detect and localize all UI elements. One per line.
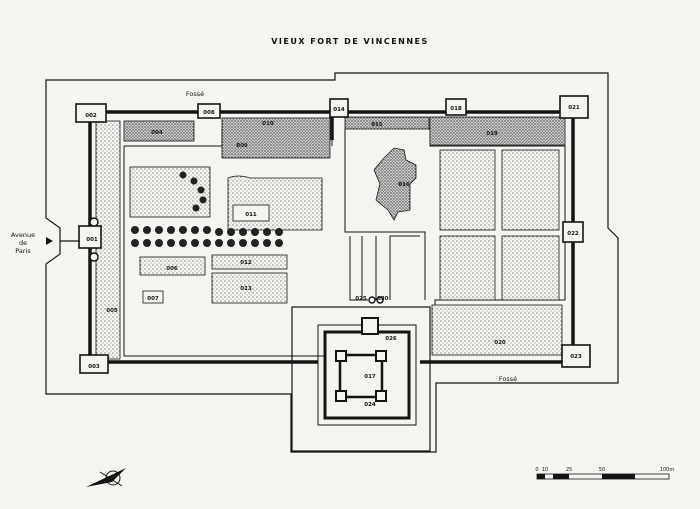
building-011	[232, 204, 270, 222]
tower-003	[79, 354, 109, 374]
code-004: 004	[151, 130, 163, 136]
scale-tick-25: 25	[566, 467, 572, 473]
building-006	[139, 256, 206, 276]
fosse-top-label: Fossé	[186, 90, 204, 98]
garden-ne	[501, 149, 560, 231]
code-010: 010	[262, 121, 274, 127]
code-013: 013	[240, 286, 252, 292]
building-012	[211, 254, 288, 270]
code-022: 022	[567, 231, 579, 237]
building-009-010	[221, 117, 331, 159]
plan-title: VIEUX FORT DE VINCENNES	[271, 37, 429, 46]
buildings	[95, 116, 566, 360]
scale-tick-10: 10	[542, 467, 548, 473]
avenue-label-3: Paris	[15, 247, 31, 255]
compass-icon	[86, 468, 126, 487]
tower-018	[445, 98, 467, 116]
gate-001	[78, 225, 102, 249]
donjon	[317, 317, 417, 426]
code-014: 014	[333, 107, 345, 113]
code-019: 019	[486, 131, 498, 137]
code-012: 012	[240, 260, 252, 266]
code-020: 020	[494, 340, 506, 346]
building-019	[429, 116, 566, 146]
code-007: 007	[147, 296, 159, 302]
tower-002	[75, 103, 107, 123]
code-008: 008	[203, 110, 215, 116]
garden-se	[501, 235, 560, 301]
scale-tick-50: 50	[599, 467, 605, 473]
moat-outline	[45, 72, 619, 453]
avenue-label-1: Avenue	[11, 231, 35, 239]
code-002: 002	[85, 113, 97, 119]
code-018: 018	[450, 106, 462, 112]
tower-021	[559, 95, 589, 119]
scale-tick-100: 100m	[660, 467, 675, 473]
tower-008	[197, 103, 221, 119]
garden-sw	[439, 235, 496, 301]
tower-022	[562, 221, 584, 243]
scale-bar: 0 10 25 50 100m	[535, 467, 675, 480]
code-023: 023	[570, 354, 582, 360]
gate-turrets	[89, 217, 384, 304]
garden-nw	[439, 149, 496, 231]
code-024: 024	[364, 402, 376, 408]
code-016: 016	[398, 182, 410, 188]
code-011: 011	[245, 212, 257, 218]
tower-014	[329, 98, 349, 118]
building-004	[123, 120, 195, 142]
tower-023	[561, 344, 591, 368]
fosse-bottom-label: Fossé	[499, 375, 517, 383]
place-labels: Fossé Fossé Avenue de Paris	[11, 90, 517, 383]
code-005: 005	[106, 308, 118, 314]
code-006: 006	[166, 266, 178, 272]
code-017: 017	[364, 374, 376, 380]
sainte-chapelle	[373, 147, 417, 221]
scale-tick-0: 0	[535, 467, 538, 473]
building-west-long	[95, 120, 121, 360]
code-030: 030	[377, 296, 389, 302]
code-labels: 001 002 003 004 005 006 007 008 009 010 …	[85, 105, 582, 408]
code-025: 025	[355, 296, 367, 302]
building-015	[344, 116, 430, 130]
code-009: 009	[236, 143, 248, 149]
code-003: 003	[88, 364, 100, 370]
donjon-moat	[291, 306, 431, 452]
building-011-block	[227, 175, 323, 231]
entry-arrow	[46, 237, 80, 245]
building-007	[142, 290, 164, 304]
code-015: 015	[371, 122, 383, 128]
tree-rows	[131, 171, 283, 247]
code-021: 021	[568, 105, 580, 111]
avenue-label-2: de	[19, 239, 27, 247]
towers	[75, 95, 591, 374]
code-001: 001	[86, 237, 98, 243]
building-013	[211, 272, 288, 304]
inner-enclosure	[123, 127, 566, 357]
code-026: 026	[385, 336, 397, 342]
building-020	[431, 304, 563, 356]
